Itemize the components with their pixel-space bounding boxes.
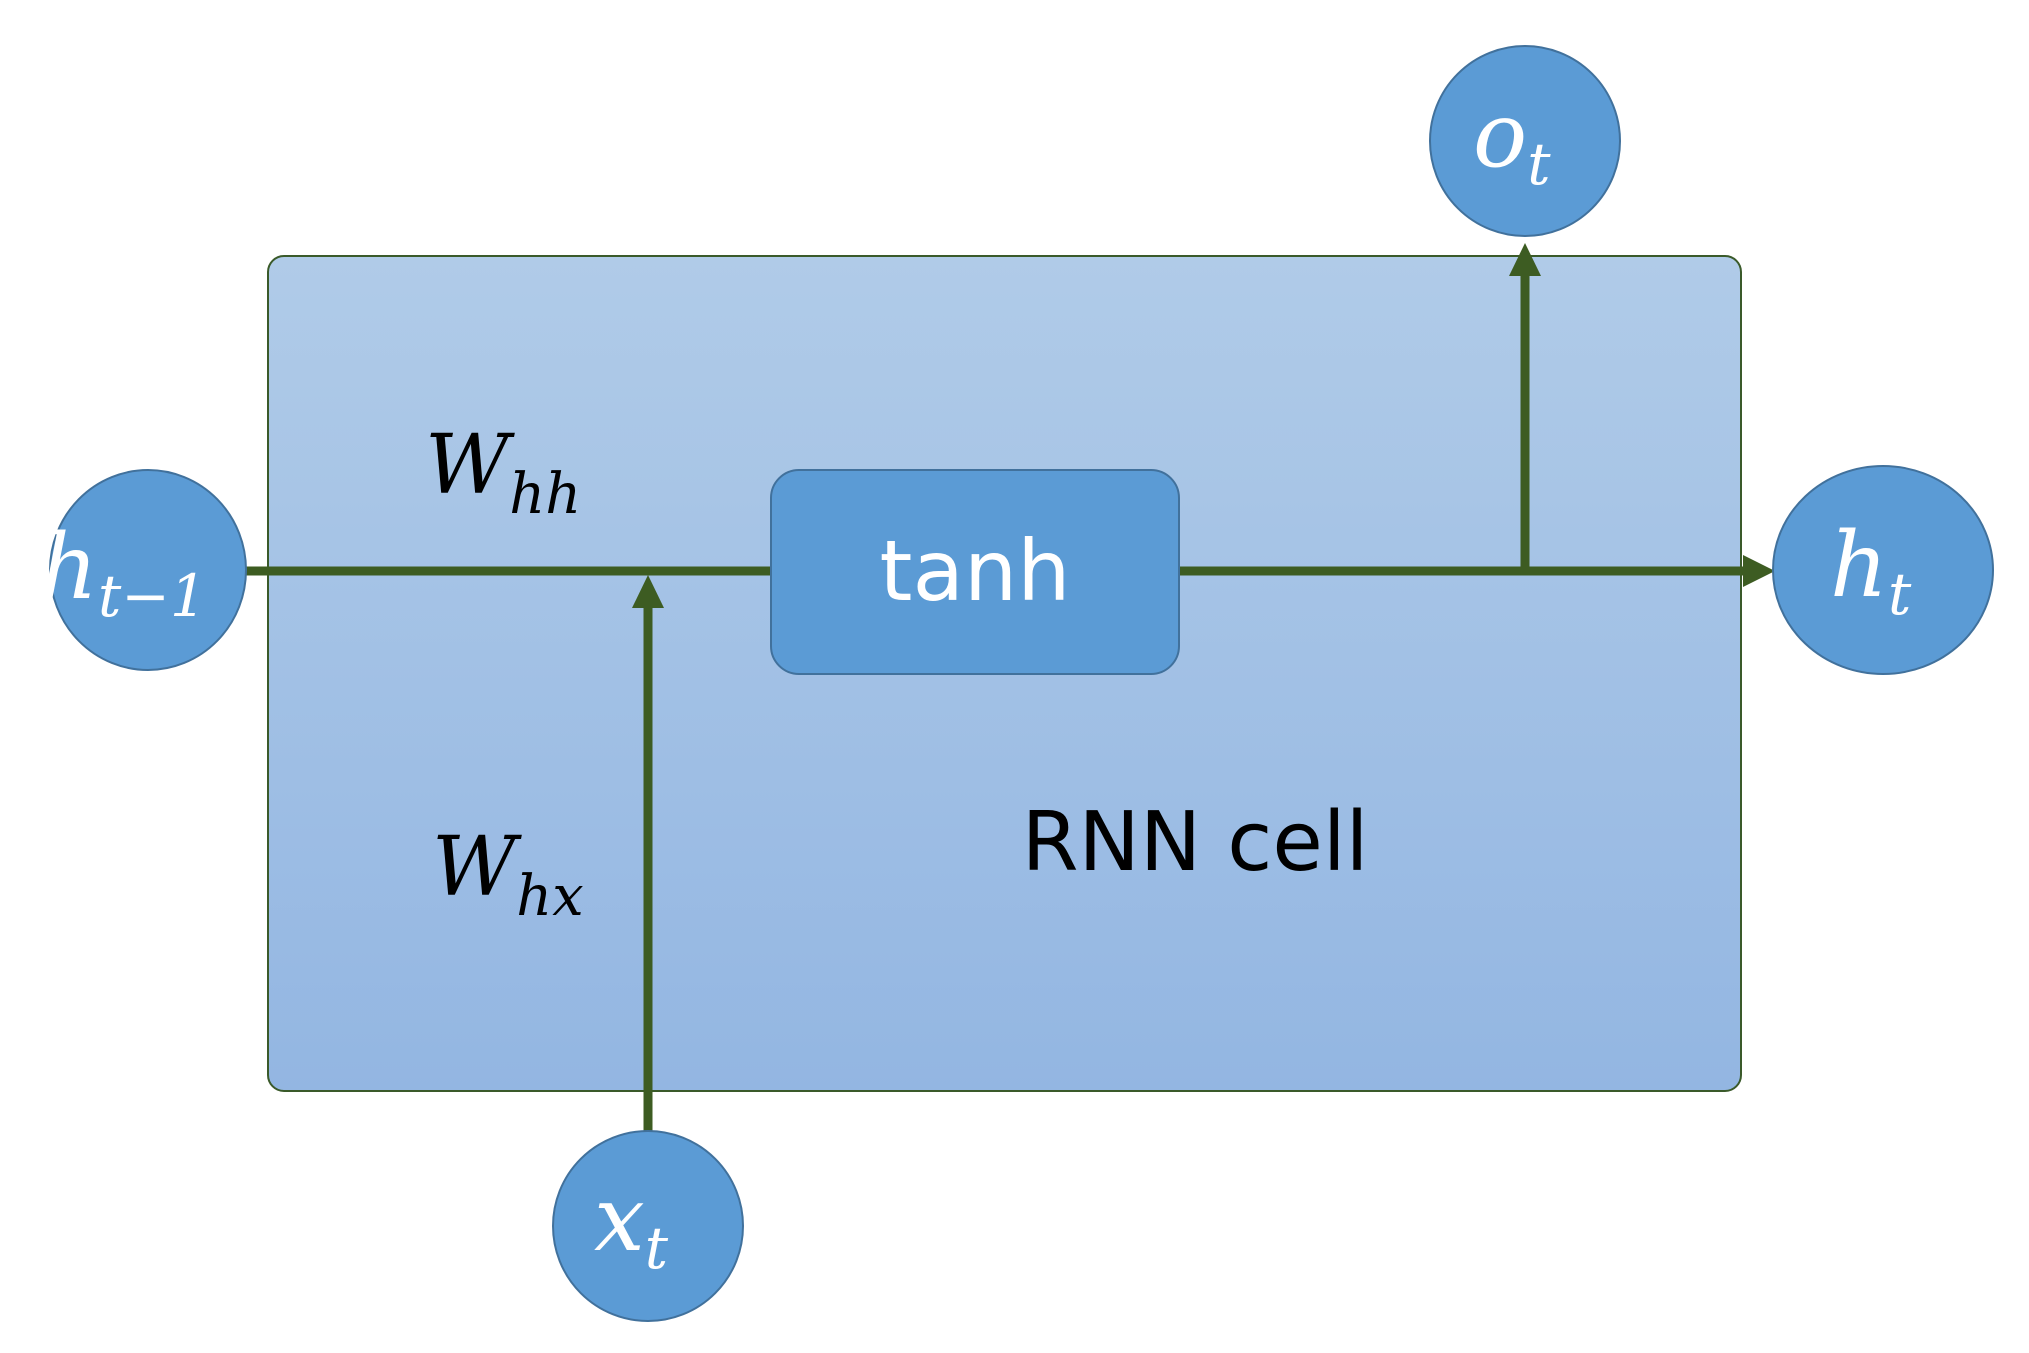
- w-hh-label: Whh: [425, 418, 581, 527]
- node-h-prev: ht−1: [40, 469, 247, 671]
- svg-text:ot: ot: [1473, 83, 1551, 198]
- w-hx-label: Whx: [432, 820, 584, 929]
- svg-text:xt: xt: [594, 1167, 669, 1282]
- rnn-cell-label: RNN cell: [1022, 795, 1369, 890]
- node-o-t: ot: [1429, 45, 1621, 237]
- arrow-to-h-t: [1743, 555, 1775, 587]
- arrow-input-up: [632, 575, 664, 608]
- tanh-box: [770, 469, 1180, 675]
- svg-text:ht: ht: [1830, 513, 1912, 628]
- node-h-t: ht: [1772, 465, 1994, 675]
- arrow-output-up: [1509, 243, 1541, 276]
- tanh-label: tanh: [880, 522, 1071, 620]
- node-x-t: xt: [552, 1130, 744, 1322]
- svg-text:ht−1: ht−1: [40, 515, 207, 630]
